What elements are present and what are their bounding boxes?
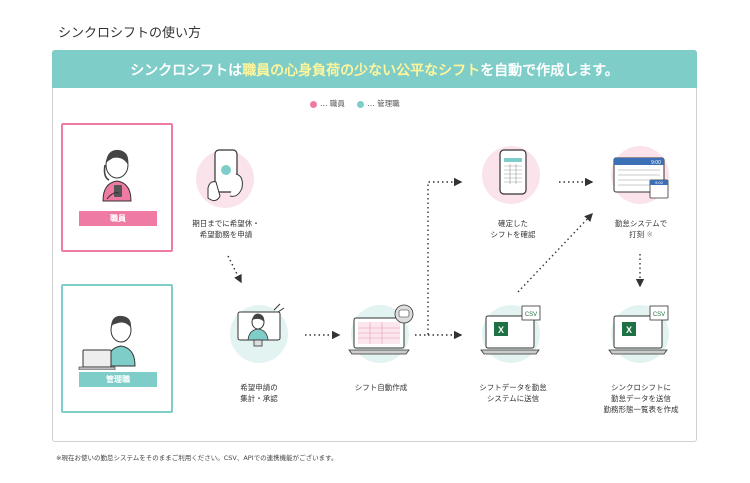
- legend: … 職員 … 管理職: [310, 98, 410, 109]
- banner-prefix: シンクロシフトは: [130, 63, 243, 79]
- page-title: シンクロシフトの使い方: [58, 26, 202, 41]
- laptop-robot-icon: [348, 304, 414, 355]
- clock-time-small-text: 9:00: [655, 180, 664, 185]
- step-clock-line1: 勤怠システムで: [614, 219, 668, 228]
- step-request-label: 期日までに希望休・ 希望勤務を申請: [186, 218, 266, 240]
- banner-text: シンクロシフトは職員の心身負荷の少ない公平なシフトを自動で作成します。: [52, 60, 697, 80]
- step-confirm-line1: 確定した: [498, 219, 528, 228]
- step-request-line2: 希望勤務を申請: [199, 230, 253, 239]
- step-clock-label: 勤怠システムで 打刻 ※: [601, 218, 681, 240]
- arrow-send-to-clock: [517, 212, 593, 293]
- laptop-excel-icon: X CSV: [480, 305, 541, 355]
- clock-time-text: 9:00: [651, 160, 661, 166]
- role-manager-box: 管理職: [61, 284, 173, 413]
- step-send-label: シフトデータを勤怠 システムに送信: [468, 382, 558, 404]
- step-clock-line2: 打刻: [629, 230, 645, 239]
- step-aggregate-line1: 希望申請の: [240, 383, 278, 392]
- role-staff-box: 職員: [61, 123, 173, 252]
- csv2-text: CSV: [653, 312, 665, 318]
- banner-highlight: 職員の心身負荷の少ない公平なシフト: [242, 63, 481, 79]
- video-call-icon: [237, 303, 285, 347]
- step-report-label: シンクロシフトに 勤怠データを送信 勤務形態一覧表を作成: [591, 382, 691, 415]
- legend-manager: … 管理職: [357, 99, 400, 108]
- banner: シンクロシフトは職員の心身負荷の少ない公平なシフトを自動で作成します。: [52, 50, 697, 88]
- step-auto-label: シフト自動作成: [354, 383, 408, 392]
- footnote: ※現在お使いの勤怠システムをそのままご利用ください。CSV、APIでの連携機能が…: [56, 454, 338, 462]
- timecard-terminal-icon: 9:00 9:00: [613, 157, 669, 199]
- legend-manager-dot: [357, 100, 365, 108]
- banner-suffix: を自動で作成します。: [480, 63, 619, 79]
- step-report-line2: 勤怠データを送信: [611, 394, 671, 403]
- legend-staff-label: … 職員: [320, 99, 345, 108]
- step-confirm-label: 確定した シフトを確認: [473, 218, 553, 240]
- role-manager-label: 管理職: [79, 372, 157, 387]
- step-clock-mark: ※: [646, 230, 653, 239]
- arrow-request-to-aggregate: [227, 255, 242, 284]
- step-request-line1: 期日までに希望休・: [192, 219, 260, 228]
- legend-staff-dot: [310, 100, 317, 108]
- step-aggregate-line2: 集計・承認: [240, 394, 278, 403]
- csv1-text: CSV: [525, 312, 537, 318]
- step-send-line2: システムに送信: [486, 394, 540, 403]
- smartphone-calendar-icon: [499, 149, 527, 195]
- arrow-auto-branch: [415, 177, 463, 336]
- legend-staff: … 職員: [310, 99, 345, 108]
- step-confirm-line2: シフトを確認: [490, 230, 536, 239]
- role-staff-label: 職員: [79, 211, 157, 226]
- step-aggregate-label: 希望申請の 集計・承認: [221, 382, 297, 404]
- excel2-text: X: [626, 325, 632, 335]
- step-report-line3: 勤務形態一覧表を作成: [603, 405, 679, 414]
- step-send-line1: シフトデータを勤怠: [479, 383, 547, 392]
- staff-person-icon: [102, 149, 132, 202]
- smartphone-icon: [207, 149, 243, 202]
- legend-manager-label: … 管理職: [367, 99, 400, 108]
- excel1-text: X: [498, 325, 504, 335]
- manager-person-icon: [78, 315, 136, 370]
- laptop-excel-icon-2: X CSV: [608, 305, 669, 355]
- step-clock-line2-row: 打刻 ※: [601, 229, 681, 240]
- step-report-line1: シンクロシフトに: [611, 383, 671, 392]
